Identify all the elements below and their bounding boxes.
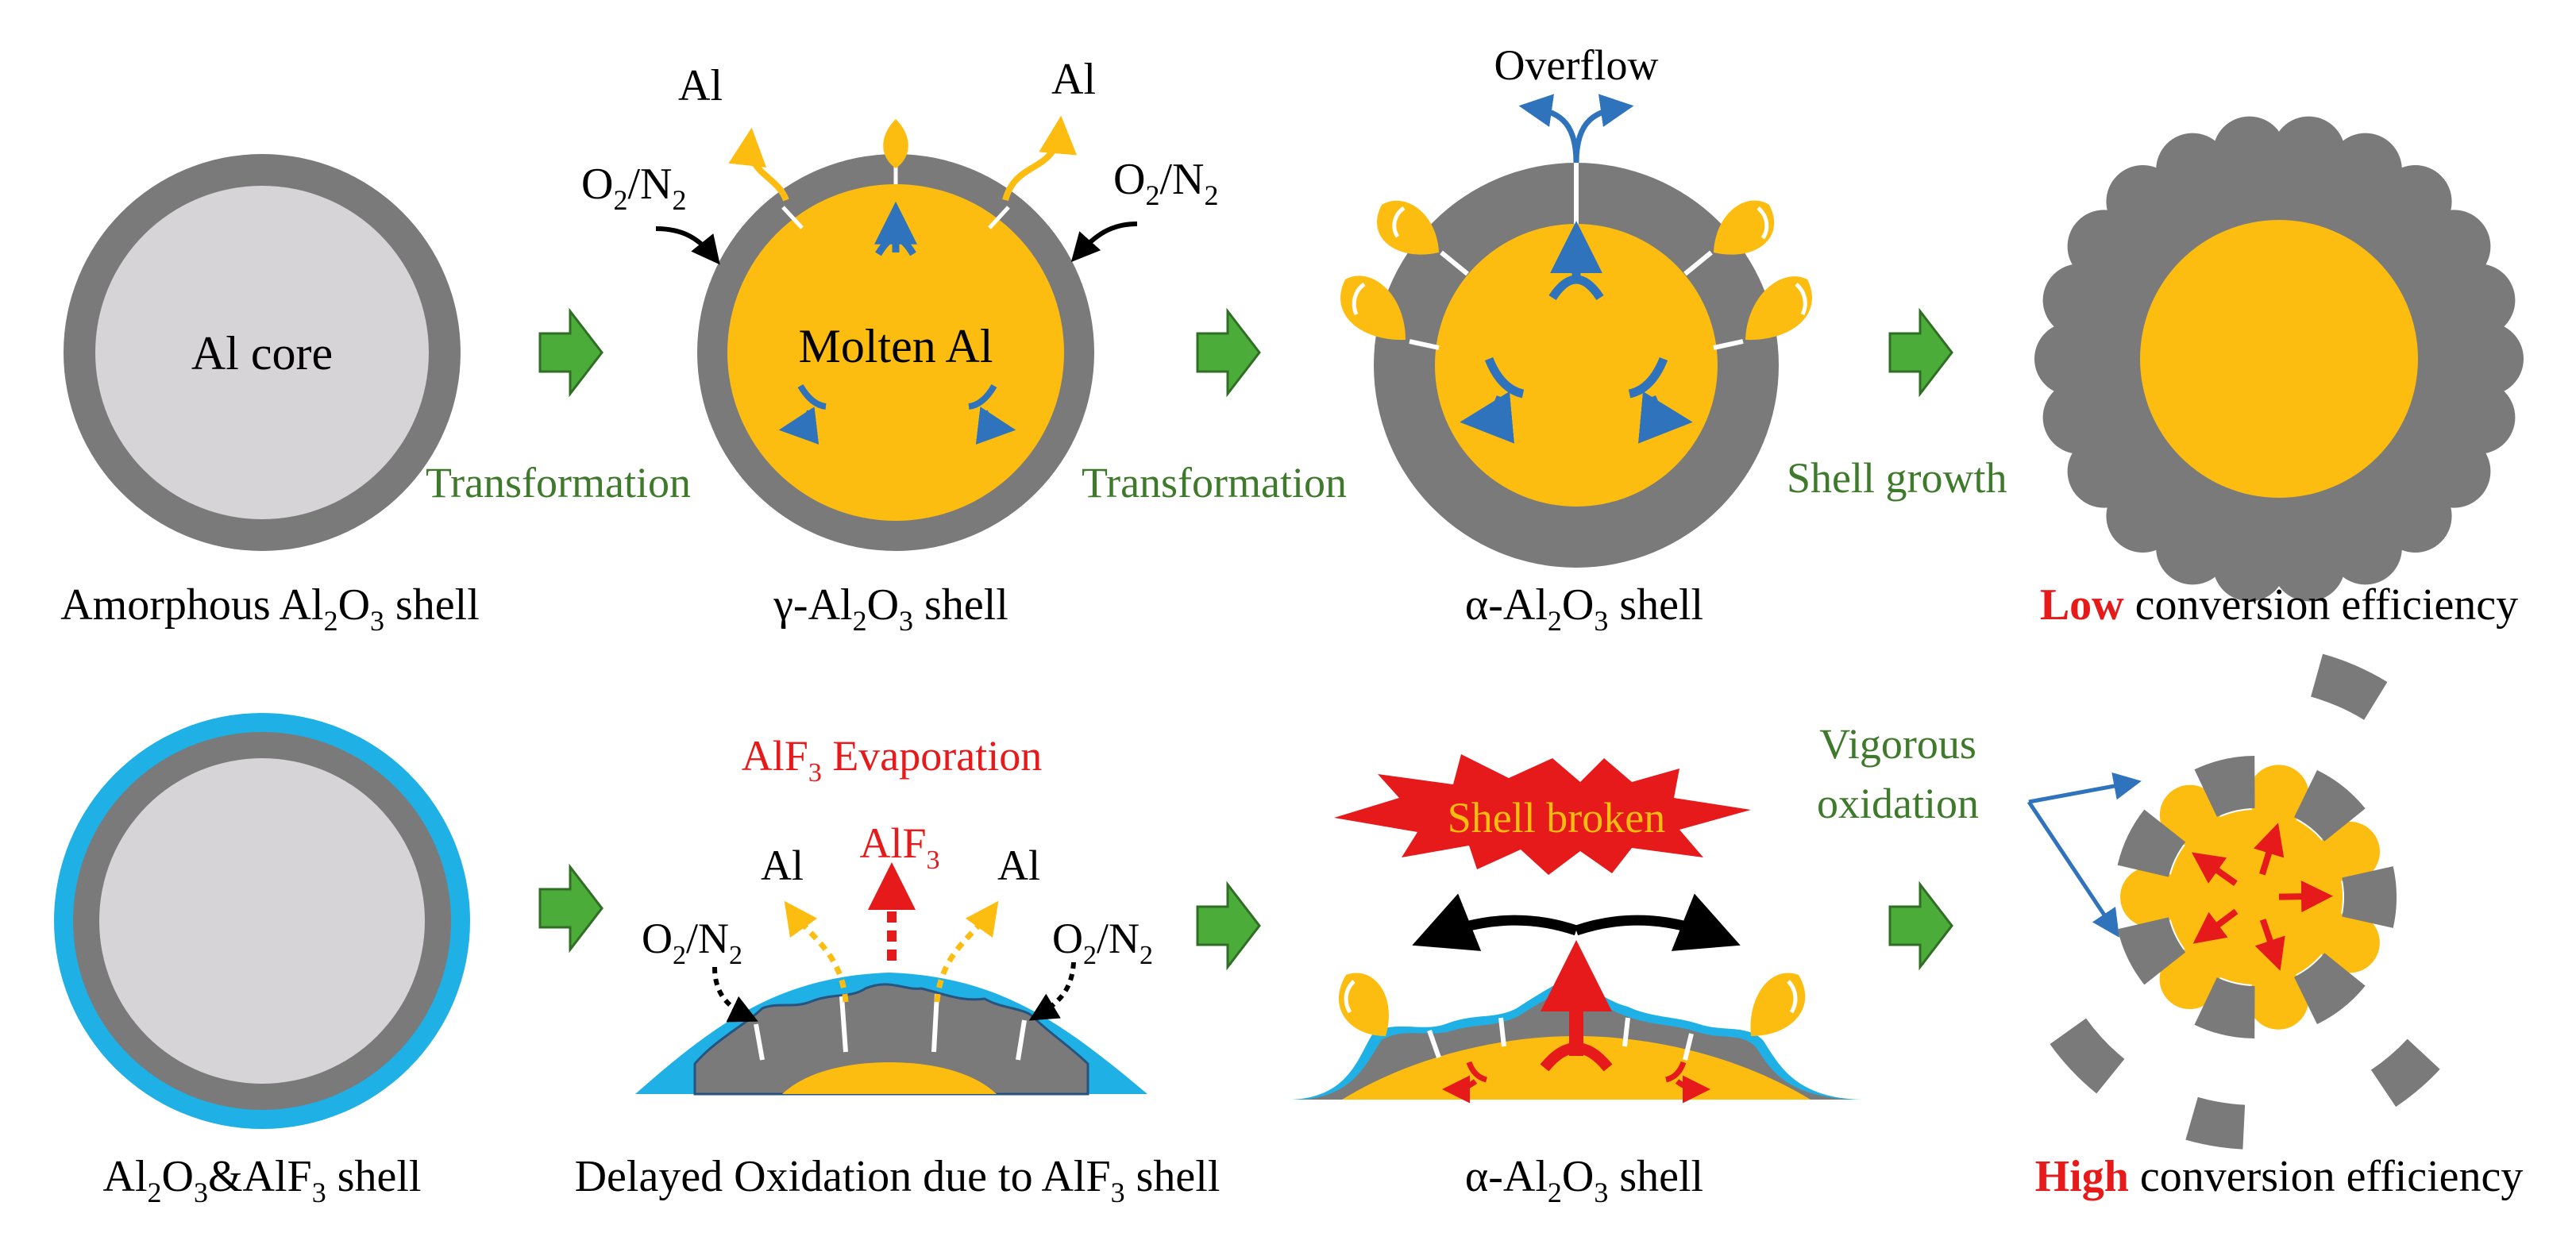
vigorous-label-line2: oxidation — [1817, 780, 1979, 827]
red-flow-arrow-icon — [2278, 880, 2333, 913]
blue-flow-arrow-icon — [1628, 356, 1693, 444]
black-spread-arrow-left — [1412, 893, 1579, 951]
caption-high-efficiency: High conversion efficiency — [2035, 1152, 2524, 1201]
shell-fragment — [2050, 1018, 2125, 1094]
molten-droplet-icon — [2120, 866, 2181, 927]
overflow-label: Overflow — [1494, 41, 1659, 89]
caption-amorphous: Amorphous Al2O3 shell — [60, 580, 480, 637]
shell-broken-label: Shell broken — [1448, 794, 1665, 842]
shell-fragment — [2294, 769, 2366, 842]
caption-alpha-bottom: α-Al2O3 shell — [1465, 1152, 1703, 1208]
green-right-arrow-icon — [1196, 880, 1261, 971]
green-right-arrow-icon — [1196, 307, 1261, 398]
o2-n2-label-right: O2/N2 — [1113, 155, 1218, 211]
pointer-arrow-upper — [2028, 772, 2142, 804]
shell-fragment — [2294, 953, 2366, 1025]
caption-gamma: γ-Al2O3 shell — [773, 580, 1008, 637]
gas-inflow-arrow-right — [1070, 222, 1138, 263]
al-escape-arrow-left — [784, 900, 849, 1003]
shell-fragment — [2342, 866, 2397, 928]
molten-droplet-icon — [1338, 973, 1389, 1036]
al-label-right: Al — [997, 842, 1040, 889]
molten-droplet-icon — [2248, 765, 2309, 826]
shell-fragment — [2370, 1038, 2440, 1108]
o2-n2-label-left: O2/N2 — [581, 160, 686, 216]
red-flow-arrow-icon — [2192, 908, 2239, 944]
caption-delayed-oxidation: Delayed Oxidation due to AlF3 shell — [575, 1152, 1221, 1208]
shell-fragment — [2117, 809, 2186, 877]
red-flow-arrow-icon — [1442, 940, 1710, 1104]
caption-fluoride-shell: Al2O3&AlF3 shell — [103, 1152, 422, 1208]
caption-alpha: α-Al2O3 shell — [1465, 580, 1703, 637]
grown-shell-particle — [2034, 116, 2524, 602]
molten-al-label: Molten Al — [798, 320, 993, 372]
al-escape-arrow-left — [728, 127, 789, 202]
shell-fragment — [2194, 977, 2255, 1038]
overflow-arrow-icon — [1573, 94, 1634, 164]
shell-fragment — [2311, 653, 2388, 720]
blue-flow-arrow-icon — [1460, 356, 1525, 444]
blue-flow-arrow-icon — [778, 383, 827, 445]
red-flow-arrow-icon — [2254, 823, 2285, 876]
red-flow-arrow-icon — [2191, 852, 2238, 886]
o2-n2-label-right: O2/N2 — [1052, 915, 1153, 970]
blue-flow-arrow-icon — [1548, 221, 1604, 301]
red-flow-arrow-icon — [2191, 823, 2333, 971]
shell-section-delayed — [635, 973, 1147, 1096]
molten-droplet-icon — [1745, 276, 1812, 341]
molten-droplet-icon — [1714, 200, 1775, 255]
blue-flow-arrow-icon — [874, 201, 917, 256]
blue-flow-arrow-icon — [968, 383, 1016, 445]
explosion-burst-icon — [1334, 754, 1751, 875]
molten-droplet-icon — [1340, 275, 1406, 341]
caption-low-efficiency: Low conversion efficiency — [2040, 580, 2518, 630]
overflow-arrow-icon — [1518, 94, 1579, 164]
shell-fragment — [2185, 1096, 2246, 1150]
al-escape-arrow-right — [1002, 115, 1078, 202]
green-right-arrow-icon — [538, 863, 604, 954]
molten-droplet-icon — [883, 119, 908, 168]
transition-label-3: Shell growth — [1787, 454, 2007, 502]
molten-droplet-icon — [1377, 200, 1439, 255]
transition-label-1: Transformation — [426, 459, 691, 507]
shell-fragment — [2117, 917, 2186, 985]
al-label-left: Al — [761, 842, 804, 889]
gas-inflow-arrow-left — [655, 226, 720, 265]
green-right-arrow-icon — [1888, 880, 1953, 971]
alf3-evaporation-label: AlF3 Evaporation — [742, 732, 1042, 788]
al-core-label: Al core — [191, 327, 333, 379]
gas-inflow-arrow-left — [712, 966, 758, 1023]
pointer-arrow-lower — [2026, 800, 2119, 938]
shell-fragment — [2194, 756, 2255, 817]
vigorous-label-line1: Vigorous — [1819, 720, 1976, 768]
gas-inflow-arrow-right — [1028, 961, 1076, 1021]
fragmented-particle — [2050, 653, 2440, 1150]
o2-n2-label-left: O2/N2 — [642, 915, 742, 970]
black-spread-arrow-right — [1574, 893, 1741, 951]
red-flow-arrow-icon — [2254, 919, 2285, 971]
molten-droplet-icon — [2248, 969, 2309, 1030]
amorphous-particle — [64, 154, 461, 551]
alpha-particle — [1374, 163, 1779, 568]
al-label-left: Al — [678, 61, 723, 110]
alf3-label: AlF3 — [859, 819, 939, 875]
al-escape-arrow-right — [934, 900, 999, 1003]
al-label-right: Al — [1051, 55, 1096, 104]
transition-label-2: Transformation — [1082, 459, 1347, 507]
green-right-arrow-icon — [1888, 307, 1953, 398]
molten-droplet-icon — [1750, 973, 1806, 1036]
fluoride-coated-particle — [54, 713, 470, 1129]
green-right-arrow-icon — [538, 307, 604, 398]
